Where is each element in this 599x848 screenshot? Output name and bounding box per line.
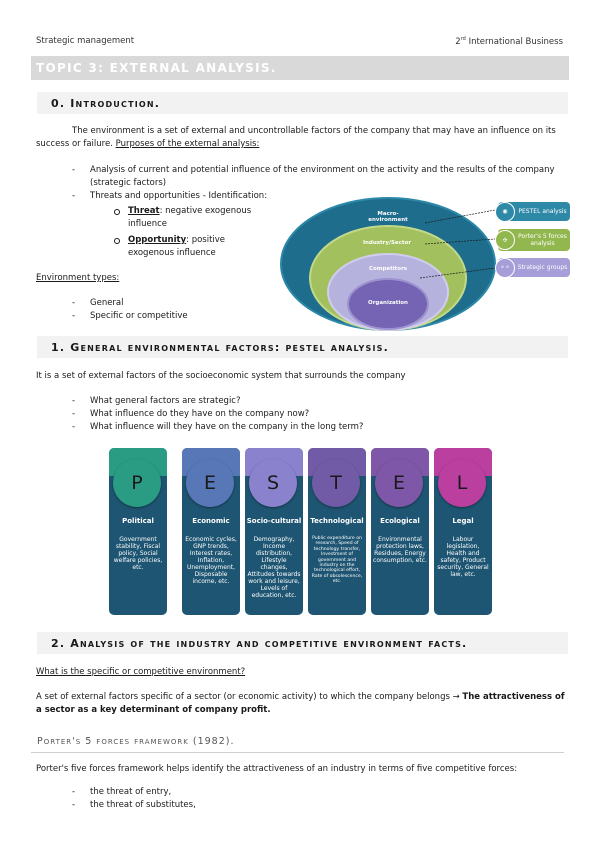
pestel-column-economic: E Economic Economic cycles, GNP trends, … — [182, 448, 240, 615]
list-item: the threat of entry, — [72, 786, 562, 799]
legend-pestel-label: PESTEL analysis — [518, 208, 567, 215]
legend-strategic-groups: ⚬⚬ Strategic groups — [495, 257, 570, 278]
opportunity-desc: : positive exogenous influence — [128, 235, 226, 258]
ring-label-competitors: Competitors — [368, 266, 408, 272]
legend-pestel: ◉ PESTEL analysis — [495, 201, 570, 222]
list-item: What influence will they have on the com… — [72, 421, 562, 434]
topic-title-bar: TOPIC 3: EXTERNAL ANALYSIS. — [31, 56, 569, 80]
list-item: General — [72, 297, 272, 310]
environment-types-list: General Specific or competitive — [72, 297, 272, 323]
running-header-left: Strategic management — [36, 36, 135, 46]
pestel-letter-circle: S — [249, 459, 297, 507]
list-item-threat: Threat: negative exogenous influence — [112, 205, 272, 231]
pestel-icon: ◉ — [495, 201, 515, 222]
list-item: Specific or competitive — [72, 310, 272, 323]
pestel-column-socio-cultural: S Socio-cultural Demography, Income dist… — [245, 448, 303, 615]
list-item-opportunity: Opportunity: positive exogenous influenc… — [112, 234, 272, 260]
section-heading-introduction: 0. Introduction. — [37, 92, 568, 114]
pestel-column-desc: Labour legislation, Health and safety, P… — [437, 536, 489, 578]
porter-forces-list: the threat of entry, the threat of subst… — [72, 786, 562, 812]
legend-groups-label: Strategic groups — [517, 264, 568, 271]
pestel-column-technological: T Technological Public expenditure on re… — [308, 448, 366, 615]
list-item: Threats and opportunities - Identificati… — [72, 190, 562, 203]
industry-question: What is the specific or competitive envi… — [36, 667, 246, 677]
pestel-column-ecological: E Ecological Environmental protection la… — [371, 448, 429, 615]
industry-paragraph: A set of external factors specific of a … — [36, 691, 566, 717]
ring-label-industry: Industry/Sector — [362, 240, 412, 246]
pestel-column-political: P Political Government stability, Fiscal… — [109, 448, 167, 615]
section-heading-text: 2. Analysis of the industry and competit… — [51, 637, 468, 650]
industry-paragraph-text: A set of external factors specific of a … — [36, 692, 463, 702]
pestel-column-desc: Environmental protection laws, Residues,… — [373, 536, 427, 564]
pestel-column-title: Ecological — [380, 517, 420, 525]
threat-desc: : negative exogenous influence — [128, 206, 252, 229]
environment-layers-diagram: Macro-environment Industry/Sector Compet… — [280, 196, 570, 332]
section-heading-pestel: 1. General environmental factors: pestel… — [37, 336, 568, 358]
groups-icon: ⚬⚬ — [495, 257, 515, 278]
list-item: the threat of substitutes, — [72, 799, 562, 812]
threat-term: Threat — [128, 206, 160, 216]
ring-label-macro: Macro-environment — [368, 211, 408, 223]
pestel-letter-circle: E — [186, 459, 234, 507]
list-item: What general factors are strategic? — [72, 395, 562, 408]
intro-paragraph: The environment is a set of external and… — [36, 125, 566, 151]
pestel-questions-list: What general factors are strategic? What… — [72, 395, 562, 434]
pestel-intro: It is a set of external factors of the s… — [36, 371, 406, 381]
environment-rings-graphic — [280, 197, 496, 331]
threats-opportunities-list: Threat: negative exogenous influence Opp… — [112, 205, 272, 260]
porter-intro: Porter's five forces framework helps ide… — [36, 764, 518, 774]
header-course-name: International Business — [468, 36, 563, 47]
porter-heading-bar: Porter's 5 forces framework (1982). — [31, 733, 564, 753]
section-heading-text: 0. Introduction. — [51, 97, 161, 110]
legend-porter: ✣ Porter's 5 forces analysis — [495, 229, 570, 251]
industry-paragraph-bold: The attractiveness of a sector as a key … — [36, 692, 565, 715]
list-item: What influence do they have on the compa… — [72, 408, 562, 421]
pestel-letter-circle: E — [375, 459, 423, 507]
ring-label-organization: Organization — [368, 300, 408, 306]
list-item: Analysis of current and potential influe… — [72, 164, 562, 190]
pestel-column-title: Economic — [192, 517, 230, 525]
intro-paragraph-text: The environment is a set of external and… — [36, 126, 556, 149]
section-heading-text: 1. General environmental factors: pestel… — [51, 341, 390, 354]
legend-porter-label: Porter's 5 forces analysis — [518, 233, 567, 247]
pestel-column-legal: L Legal Labour legislation, Health and s… — [434, 448, 492, 615]
pestel-column-desc: Economic cycles, GNP trends, Interest ra… — [185, 536, 237, 585]
opportunity-term: Opportunity — [128, 235, 187, 245]
purposes-list: Analysis of current and potential influe… — [72, 164, 562, 203]
pestel-column-desc: Government stability, Fiscal policy, Soc… — [113, 536, 163, 571]
purposes-label: Purposes of the external analysis: — [115, 139, 260, 149]
porter-heading: Porter's 5 forces framework (1982). — [37, 736, 235, 747]
topic-title: TOPIC 3: EXTERNAL ANALYSIS. — [36, 61, 277, 75]
pestel-column-desc: Demography, Income distribution, Lifesty… — [247, 536, 301, 599]
header-year-suffix: rd — [460, 36, 466, 42]
pestel-letter-circle: P — [113, 459, 161, 507]
running-header-right: 2rd International Business — [455, 36, 563, 47]
header-year-number: 2 — [455, 36, 461, 47]
pestel-column-title: Socio-cultural — [246, 517, 302, 525]
environment-types-label: Environment types: — [36, 273, 120, 283]
pestel-column-title: Legal — [452, 517, 474, 525]
pestel-column-title: Political — [122, 517, 154, 525]
section-heading-industry: 2. Analysis of the industry and competit… — [37, 632, 568, 654]
pestel-column-desc: Public expenditure on research, Speed of… — [311, 536, 363, 585]
pestel-letter-circle: T — [312, 459, 360, 507]
forces-icon: ✣ — [495, 230, 515, 250]
pestel-letter-circle: L — [438, 459, 486, 507]
pestel-column-title: Technological — [310, 517, 364, 525]
